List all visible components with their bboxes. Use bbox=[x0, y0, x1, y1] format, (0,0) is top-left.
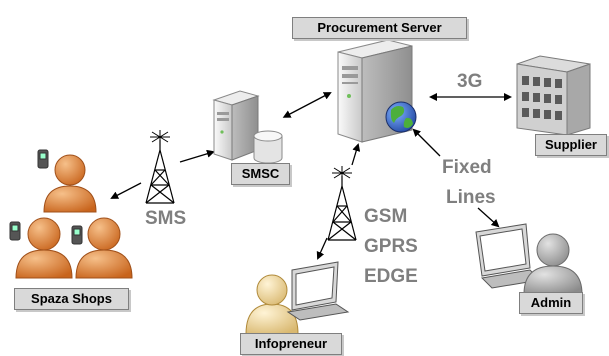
supplier-building-icon bbox=[516, 55, 591, 136]
cell-tower-icon bbox=[145, 130, 175, 204]
arrow-tower2-infopreneur bbox=[316, 237, 328, 260]
sms-link-label: SMS bbox=[145, 208, 187, 229]
arrow-fixed-server bbox=[412, 128, 441, 157]
mobile-phone-icon bbox=[9, 149, 83, 245]
3g-link-label: 3G bbox=[457, 71, 483, 92]
laptop-icon bbox=[286, 261, 350, 321]
arrow-tower2-server bbox=[351, 143, 361, 166]
lines-link-label: Lines bbox=[446, 187, 496, 208]
arrow-lines-admin bbox=[477, 207, 500, 228]
arrow-smsc-server bbox=[282, 92, 332, 118]
arrow-tower-shops bbox=[110, 182, 142, 199]
edge-link-label: EDGE bbox=[364, 266, 418, 287]
spaza-shop-people-icon bbox=[15, 154, 133, 279]
infopreneur-person-icon bbox=[245, 274, 299, 335]
spaza-shops-label: Spaza Shops bbox=[14, 288, 129, 310]
gprs-link-label: GPRS bbox=[364, 236, 418, 257]
admin-person-icon bbox=[523, 233, 583, 295]
supplier-label: Supplier bbox=[535, 134, 607, 156]
arrow-tower-smsc bbox=[179, 149, 215, 163]
procurement-server-label: Procurement Server bbox=[292, 17, 467, 39]
fixed-link-label: Fixed bbox=[442, 157, 492, 178]
smsc-label: SMSC bbox=[231, 163, 290, 185]
cell-tower-icon bbox=[327, 166, 357, 241]
infopreneur-label: Infopreneur bbox=[240, 333, 342, 355]
smsc-server-icon bbox=[212, 90, 260, 161]
connection-arrows bbox=[110, 92, 512, 260]
gsm-link-label: GSM bbox=[364, 206, 408, 227]
admin-label: Admin bbox=[519, 292, 583, 314]
globe-icon bbox=[385, 101, 417, 133]
database-icon bbox=[253, 130, 283, 164]
